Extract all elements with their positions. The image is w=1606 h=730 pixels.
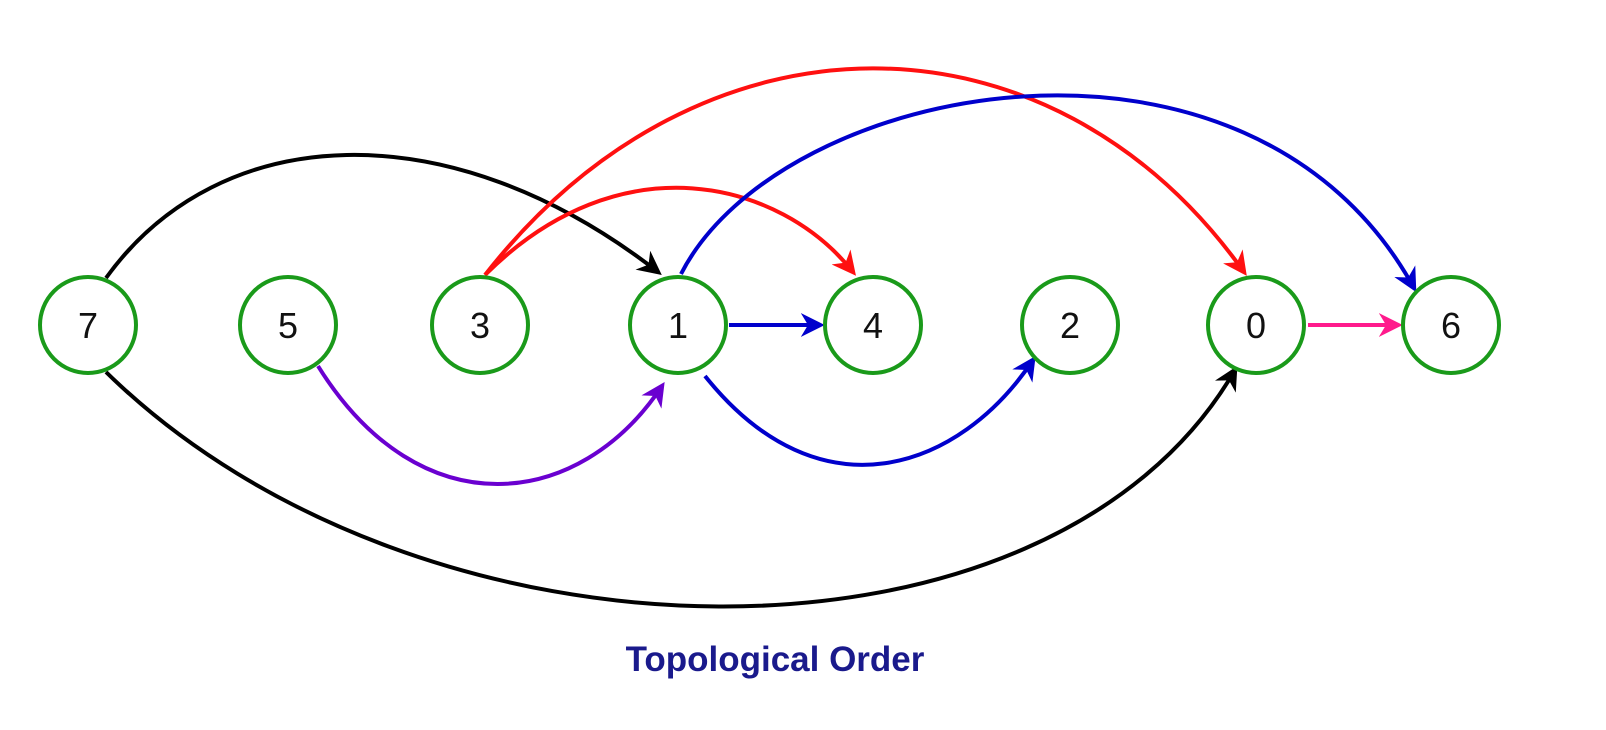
node-label: 3 bbox=[470, 305, 490, 346]
node-circle bbox=[628, 275, 728, 375]
node-2: 2 bbox=[1020, 275, 1120, 375]
node-layer: 7 5 3 1 4 2 0 6 bbox=[38, 275, 1501, 375]
edge-layer bbox=[104, 66, 1417, 609]
node-7: 7 bbox=[38, 275, 138, 375]
edge-7-to-0 bbox=[104, 365, 1238, 609]
edge-7-to-1 bbox=[104, 152, 662, 280]
edge-1-to-2 bbox=[703, 356, 1036, 467]
edge-3-to-4 bbox=[483, 185, 856, 277]
node-label: 0 bbox=[1246, 305, 1266, 346]
node-label: 5 bbox=[278, 305, 298, 346]
edge-5-to-1 bbox=[316, 364, 665, 486]
node-1: 1 bbox=[628, 275, 728, 375]
node-label: 2 bbox=[1060, 305, 1080, 346]
node-0: 0 bbox=[1206, 275, 1306, 375]
node-circle bbox=[38, 275, 138, 375]
node-circle bbox=[430, 275, 530, 375]
node-circle bbox=[1401, 275, 1501, 375]
node-label: 6 bbox=[1441, 305, 1461, 346]
node-4: 4 bbox=[823, 275, 923, 375]
node-circle bbox=[1206, 275, 1306, 375]
node-circle bbox=[823, 275, 923, 375]
node-label: 4 bbox=[863, 305, 883, 346]
node-5: 5 bbox=[238, 275, 338, 375]
node-label: 1 bbox=[668, 305, 688, 346]
node-label: 7 bbox=[78, 305, 98, 346]
diagram-caption: Topological Order bbox=[625, 640, 925, 679]
node-circle bbox=[1020, 275, 1120, 375]
edge-1-to-6 bbox=[679, 93, 1417, 293]
node-circle bbox=[238, 275, 338, 375]
node-6: 6 bbox=[1401, 275, 1501, 375]
edge-3-to-0 bbox=[483, 66, 1247, 277]
node-3: 3 bbox=[430, 275, 530, 375]
